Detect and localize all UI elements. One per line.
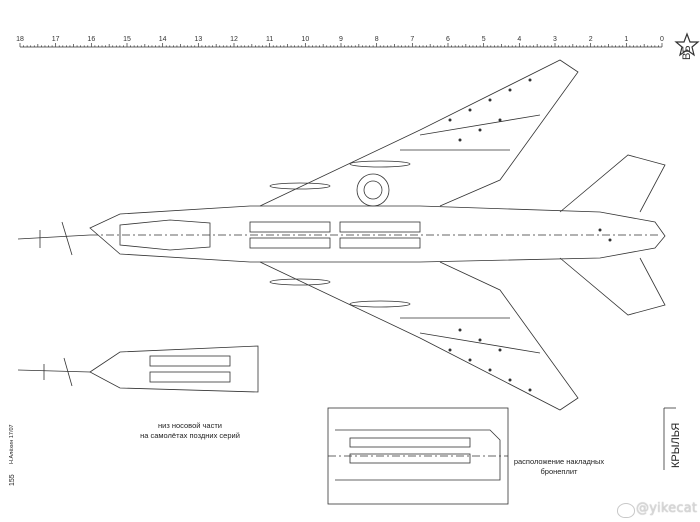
wings-label: КРЫЛЬЯ [670,422,682,468]
ruler-tick-label: 2 [589,36,593,43]
ruler-tick-label: 14 [159,36,167,43]
watermark-text: @yikecat [636,501,698,516]
ruler-tick-label: 1 [624,36,628,43]
nose-underside-caption-line2: на самолётах поздних серий [140,431,240,440]
ruler-tick-label: 7 [410,36,414,43]
ruler-tick-label: 16 [87,36,95,43]
armor-caption-line1: расположение накладных [513,457,605,466]
ruler-tick-label: 6 [446,36,450,43]
wings-label-bracket [663,407,676,470]
ruler-tick-label: 5 [482,36,486,43]
ruler-tick-label: 0 [660,36,664,43]
ruler-tick-label: 9 [339,36,343,43]
ruler-tick-label: 13 [194,36,202,43]
aircraft-top-view [17,59,666,411]
nose-underside-view [17,345,259,393]
nose-underside-caption-line1: низ носовой части [158,421,222,430]
ruler-tick-label: 3 [553,36,557,43]
author-credit: Н.Алёхин 17/07 [9,424,15,464]
armor-caption-line2: бронеплит [540,467,578,476]
ruler-tick-label: 8 [375,36,379,43]
page-number: 155 [9,474,16,486]
ruler-tick-label: 11 [266,36,273,43]
armor-plate-view [327,407,509,505]
ruler-tick-label: 15 [123,36,131,43]
ruler-tick-label: 18 [16,36,24,43]
ruler-tick-label: 4 [517,36,521,43]
ruler-tick-label: 10 [301,36,309,43]
ruler-tick-label: 17 [52,36,60,43]
weibo-icon [617,503,635,518]
logo-star-icon [674,32,700,57]
logo-text: ВБ [681,45,693,60]
ruler-tick-label: 12 [230,36,238,43]
scale-ruler [19,43,663,48]
